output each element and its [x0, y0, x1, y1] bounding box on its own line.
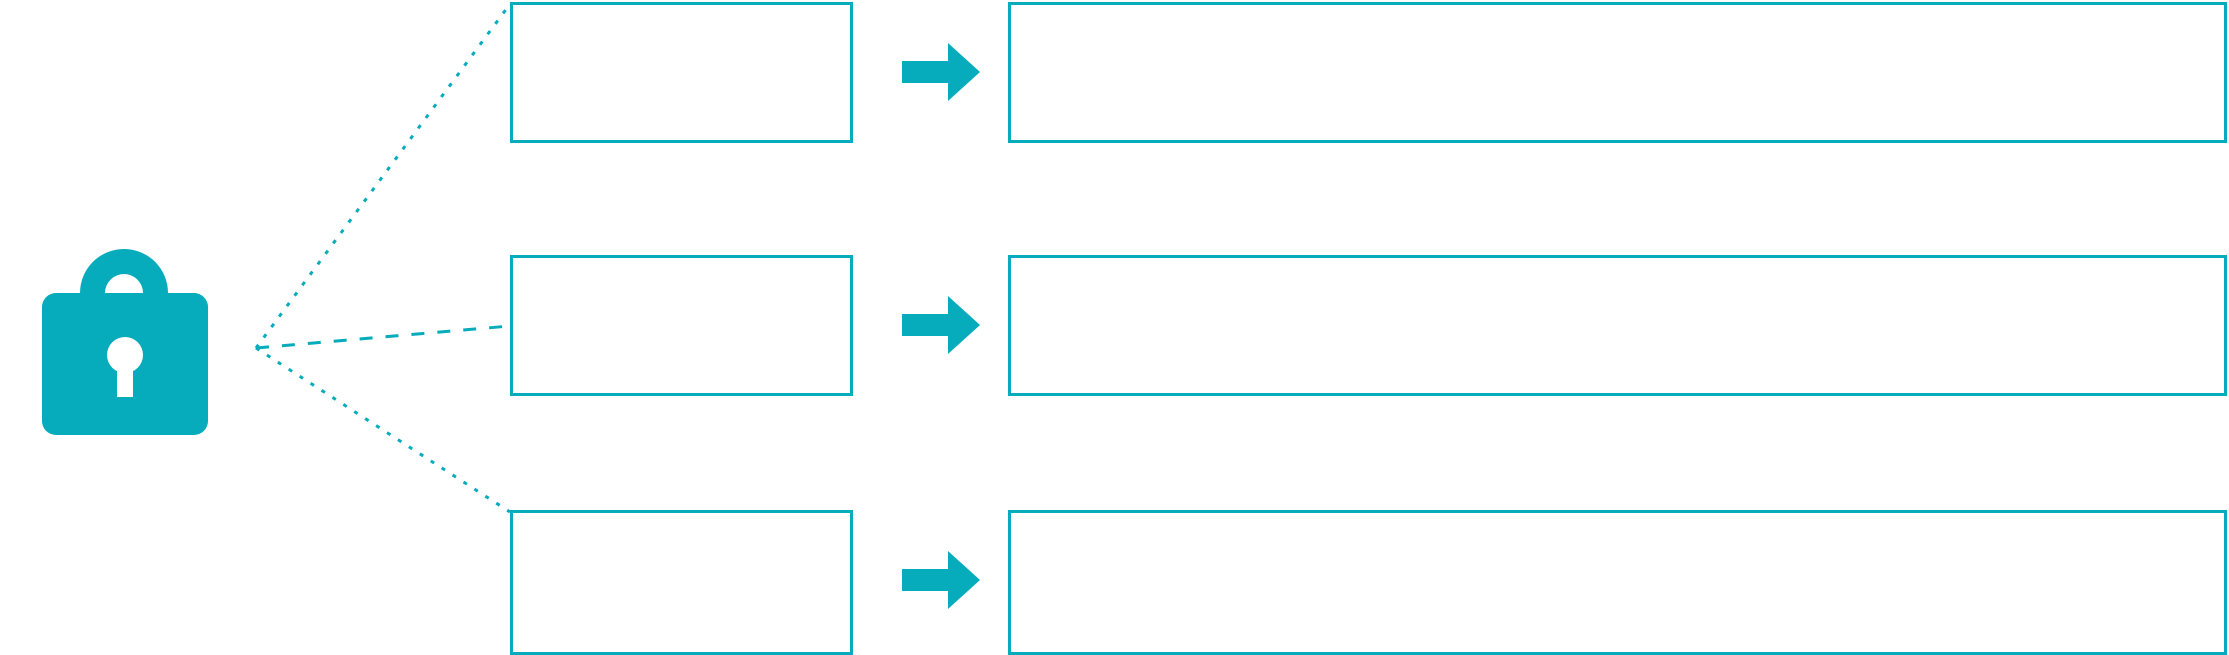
left-box-row-2[interactable]	[510, 255, 853, 396]
left-box-row-1[interactable]	[510, 2, 853, 143]
right-box-row-2-text	[1011, 258, 2224, 393]
left-box-row-3[interactable]	[510, 510, 853, 655]
left-box-row-1-text	[513, 5, 850, 140]
right-box-row-3-text	[1011, 513, 2224, 652]
flow-row-3	[0, 508, 2229, 655]
left-box-row-3-text	[513, 513, 850, 652]
right-box-row-1-text	[1011, 5, 2224, 140]
flow-row-1	[0, 0, 2229, 146]
arrow-right-icon	[902, 296, 980, 354]
right-box-row-2[interactable]	[1008, 255, 2227, 396]
arrow-right-icon	[902, 43, 980, 101]
lock-icon	[42, 249, 208, 435]
flow-row-2	[0, 253, 2229, 399]
arrow-right-icon	[902, 551, 980, 609]
right-box-row-1[interactable]	[1008, 2, 2227, 143]
right-box-row-3[interactable]	[1008, 510, 2227, 655]
left-box-row-2-text	[513, 258, 850, 393]
